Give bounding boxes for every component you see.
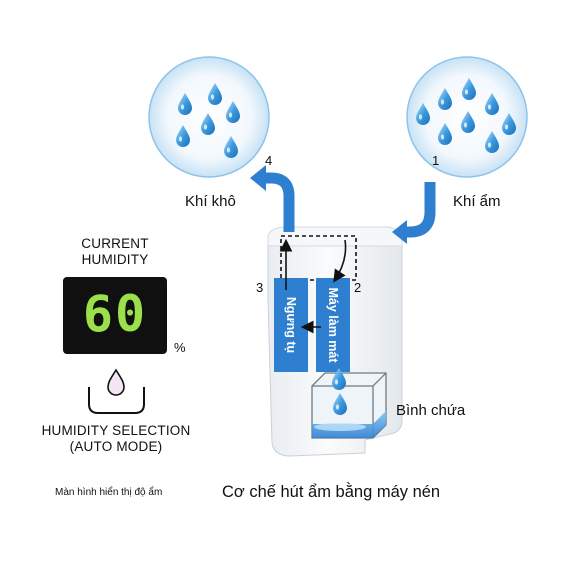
drop-in-tray-icon [88,368,145,414]
tank-label: Bình chứa [396,402,466,419]
condenser-label: Ngưng tụ [284,296,298,354]
current-humidity-title: CURRENT HUMIDITY [60,236,170,268]
humid-air-inlet-arrow [402,182,436,238]
dry-air-outlet-arrow [262,172,295,232]
humidity-display-value: 60 [82,285,148,343]
humidity-display: 60 [63,277,167,354]
dry-air-outlet-arrowhead [250,165,266,191]
humidity-selection-line1: HUMIDITY SELECTION [41,423,191,438]
step-2-label: 2 [354,280,362,295]
step-4-label: 4 [265,153,273,168]
humidity-selection-line2: (AUTO MODE) [69,439,163,454]
humid-air-label: Khí ẩm [453,193,501,210]
diagram-caption: Cơ chế hút ẩm bằng máy nén [222,483,441,501]
humid-air-bubble [406,56,528,178]
dry-air-bubble [148,56,270,178]
step-3-label: 3 [256,280,264,295]
display-caption: Màn hình hiển thị độ ẩm [55,487,163,498]
water-tank [311,368,387,439]
humidity-unit: % [174,340,186,355]
cooler-label: Máy làm mát [326,287,340,363]
cooler-column [316,278,350,372]
step-1-label: 1 [432,153,440,168]
dry-air-label: Khí khô [185,193,236,210]
humid-air-inlet-arrowhead [392,220,407,244]
humidity-selection-title: HUMIDITY SELECTION (AUTO MODE) [33,423,199,455]
airflow-arrows [279,238,347,334]
current-humidity-line1: CURRENT [81,236,149,251]
current-humidity-line2: HUMIDITY [81,252,149,267]
